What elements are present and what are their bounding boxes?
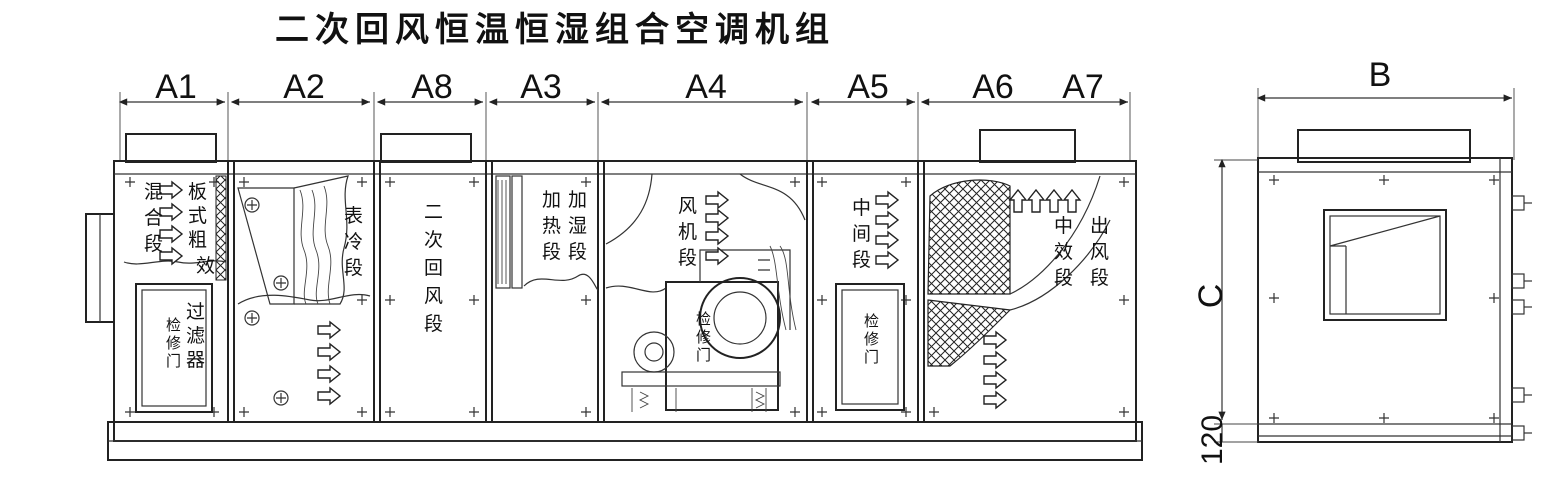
label-filter-4: 效 [196, 255, 215, 277]
outlet-duct-collar [979, 129, 1076, 163]
dim-label-a7: A7 [1062, 68, 1104, 106]
label-cooling-3: 段 [344, 257, 363, 279]
label-humidify-3: 段 [568, 241, 587, 263]
label-filter-6: 滤 [186, 325, 205, 347]
label-middle-1: 中 [852, 197, 871, 219]
top-dimension-lines [118, 88, 1515, 160]
dim-label-a1: A1 [155, 68, 197, 106]
label-return-3: 回 [424, 257, 443, 279]
door3-label-2: 修 [864, 330, 879, 348]
label-heating-2: 热 [542, 215, 561, 237]
section-labels: 混 合 段 板 式 粗 效 过 滤 器 表 冷 段 二 次 回 风 段 加 热 … [144, 181, 1109, 371]
label-filter-3: 粗 [188, 229, 207, 251]
door2-label-2: 修 [696, 328, 711, 346]
medium-filter-upper [927, 179, 1011, 295]
label-heating-1: 加 [542, 189, 561, 211]
unit-side-view [1214, 129, 1532, 443]
dim-label-a8: A8 [411, 68, 453, 106]
dim-label-b: B [1369, 56, 1392, 94]
label-return-1: 二 [424, 201, 443, 223]
label-outlet-1: 出 [1090, 215, 1109, 237]
label-mixing-2: 合 [144, 207, 163, 229]
label-medium-3: 段 [1054, 267, 1073, 289]
medium-filter-lower [927, 299, 1012, 367]
label-mixing-3: 段 [144, 233, 163, 255]
label-outlet-3: 段 [1090, 267, 1109, 289]
dim-label-a4: A4 [685, 68, 727, 106]
dim-label-c: C [1192, 284, 1230, 309]
label-return-4: 风 [424, 285, 443, 307]
dim-label-a2: A2 [283, 68, 325, 106]
label-filter-7: 器 [186, 349, 205, 371]
return-duct-collar [380, 133, 472, 163]
door2-label-3: 门 [696, 346, 711, 364]
label-cooling-1: 表 [344, 205, 363, 227]
pipe-connectors [1511, 195, 1532, 441]
door1-label-3: 门 [166, 352, 181, 370]
inlet-duct-collar [125, 133, 217, 163]
label-filter-5: 过 [186, 301, 205, 323]
label-medium-1: 中 [1054, 215, 1073, 237]
label-fan-1: 风 [678, 195, 697, 217]
side-inspection-window [1323, 209, 1447, 321]
label-fan-2: 机 [678, 221, 697, 243]
label-filter-2: 式 [188, 205, 207, 227]
side-duct-collar [1297, 129, 1471, 163]
label-humidify-2: 湿 [568, 215, 587, 237]
door3-label-1: 检 [864, 312, 879, 330]
label-outlet-2: 风 [1090, 241, 1109, 263]
dim-label-a5: A5 [847, 68, 889, 106]
label-filter-1: 板 [188, 181, 207, 203]
diagram-title: 二次回风恒温恒湿组合空调机组 [275, 10, 835, 50]
access-door-1 [135, 283, 213, 413]
label-cooling-2: 冷 [344, 231, 363, 253]
access-door-3 [835, 283, 905, 411]
door2-label-1: 检 [696, 310, 711, 328]
label-middle-2: 间 [852, 223, 871, 245]
dim-label-a3: A3 [520, 68, 562, 106]
label-medium-2: 效 [1054, 241, 1073, 263]
door1-label-2: 修 [166, 334, 181, 352]
label-heating-3: 段 [542, 241, 561, 263]
label-mixing-1: 混 [144, 181, 163, 203]
door1-label-1: 检 [166, 316, 181, 334]
unit-front-view [85, 129, 1143, 461]
label-return-5: 段 [424, 313, 443, 335]
access-door-2 [665, 281, 779, 411]
dim-label-base-height: 120 [1196, 415, 1229, 465]
dim-label-a6: A6 [972, 68, 1014, 106]
label-humidify-1: 加 [568, 189, 587, 211]
label-middle-3: 段 [852, 249, 871, 271]
door3-label-3: 门 [864, 348, 879, 366]
label-fan-3: 段 [678, 247, 697, 269]
label-return-2: 次 [424, 229, 443, 251]
